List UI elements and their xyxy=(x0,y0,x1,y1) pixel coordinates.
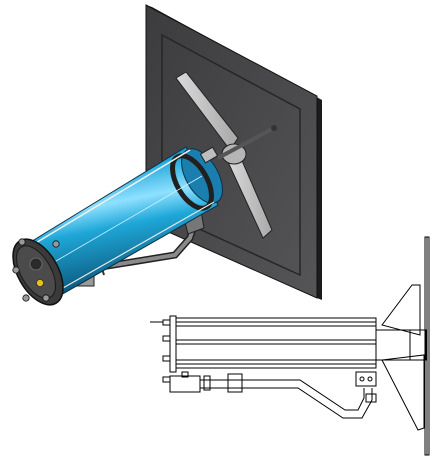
bolt-4 xyxy=(42,294,50,302)
bolt-3 xyxy=(22,294,30,302)
side-blade-lower xyxy=(381,354,425,431)
tie-rod-middle xyxy=(43,175,203,269)
tie-rod-bottom xyxy=(55,201,215,293)
side-bolt-1 xyxy=(162,319,171,326)
side-blade-upper xyxy=(381,284,421,336)
side-control-box xyxy=(355,371,377,387)
cylinder-body xyxy=(23,146,223,301)
side-propeller xyxy=(375,284,427,431)
isometric-view xyxy=(12,4,322,306)
side-elevation-view xyxy=(150,236,430,456)
end-cap-face xyxy=(16,245,56,299)
side-control-knob-2 xyxy=(367,376,373,382)
side-pipe-run xyxy=(200,379,365,411)
side-control-knob-1 xyxy=(359,376,365,382)
side-fitting-2 xyxy=(203,375,211,391)
side-plate xyxy=(424,236,430,456)
side-bolt-3 xyxy=(162,355,171,362)
side-pipe-header xyxy=(169,375,201,393)
bolt-1 xyxy=(18,238,26,246)
side-bolt-4 xyxy=(162,376,171,383)
end-cap-grille xyxy=(29,257,43,271)
side-pipe-run-lower xyxy=(200,387,373,419)
side-junction-box xyxy=(227,373,243,393)
side-bracket-lower xyxy=(365,393,377,403)
shaft-tip xyxy=(271,125,277,131)
propeller xyxy=(175,71,277,239)
tie-rod-top xyxy=(33,149,191,245)
side-endcap xyxy=(169,315,177,373)
warning-label xyxy=(36,279,44,287)
end-cap xyxy=(12,238,64,306)
drive-shaft xyxy=(217,126,275,160)
plate-inner-frame xyxy=(161,33,301,277)
propeller-blade-upper xyxy=(175,71,239,151)
side-bolt-2 xyxy=(162,335,171,342)
side-pipe-assembly xyxy=(169,371,377,419)
bolt-5 xyxy=(52,240,60,248)
side-cylinder xyxy=(150,315,377,383)
connector-block xyxy=(199,146,219,164)
side-fitting-1 xyxy=(181,371,189,378)
bolt-2 xyxy=(12,266,20,274)
